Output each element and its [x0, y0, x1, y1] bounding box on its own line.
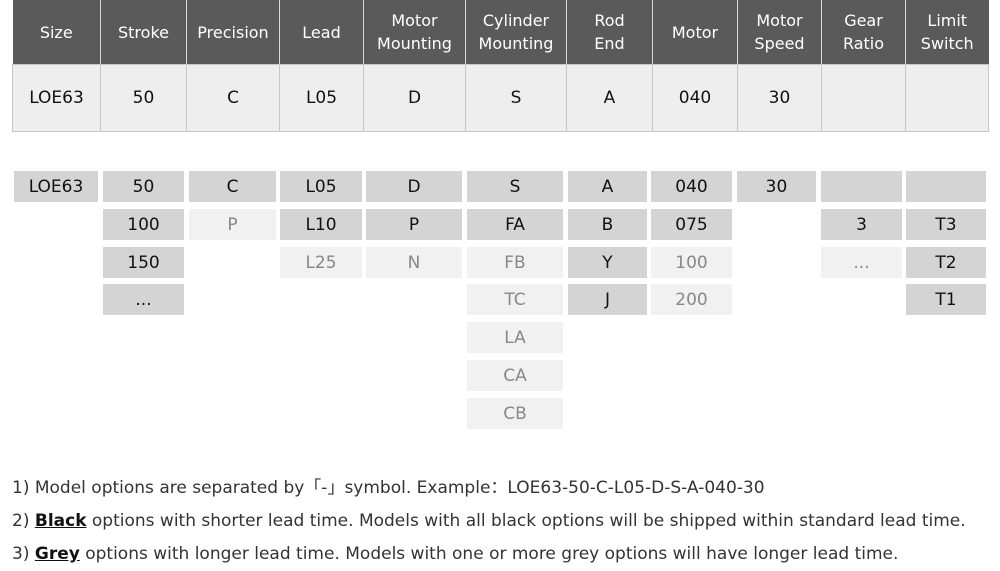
option-cell	[821, 171, 902, 202]
note-black-prefix: 2)	[12, 511, 35, 531]
option-cell: P	[366, 209, 462, 240]
example-cell: S	[465, 64, 567, 132]
header-label: Speed	[754, 34, 805, 53]
option-cell: FB	[467, 247, 563, 278]
header-cell: Precision	[186, 0, 280, 65]
option-cell: T1	[906, 284, 986, 315]
example-cell: 30	[737, 64, 822, 132]
note-grey-text: options with longer lead time. Models wi…	[79, 544, 899, 564]
header-label: Ratio	[842, 34, 885, 53]
option-cell: C	[189, 171, 276, 202]
note-grey: 3) Grey options with longer lead time. M…	[12, 538, 997, 571]
option-cell: L05	[280, 171, 362, 202]
header-cell: Motor	[652, 0, 738, 65]
option-cell: T2	[906, 247, 986, 278]
header-label: Size	[39, 22, 73, 42]
option-cell: LA	[467, 322, 563, 353]
option-cell: FA	[467, 209, 563, 240]
header-label: Motor	[391, 11, 438, 30]
option-cell: 075	[651, 209, 732, 240]
note-separator: 1) Model options are separated by「-」symb…	[12, 478, 765, 498]
header-label: Limit	[927, 11, 968, 30]
note-black-text: options with shorter lead time. Models w…	[86, 511, 966, 531]
option-cell: Y	[568, 247, 647, 278]
option-cell: S	[467, 171, 563, 202]
header-label: Cylinder	[482, 11, 550, 30]
header-label: End	[594, 34, 625, 53]
option-cell: N	[366, 247, 462, 278]
header-label: Mounting	[478, 34, 554, 53]
header-label: Rod	[594, 11, 625, 30]
example-cell: C	[186, 64, 280, 132]
option-cell: A	[568, 171, 647, 202]
note-grey-prefix: 3)	[12, 544, 35, 564]
option-cell: ...	[821, 247, 902, 278]
example-cell: D	[363, 64, 466, 132]
header-cell: Size	[12, 0, 101, 65]
option-cell: TC	[467, 284, 563, 315]
option-cell: 100	[651, 247, 732, 278]
notes: 1) Model options are separated by「-」symb…	[12, 472, 997, 571]
option-cell: 50	[103, 171, 184, 202]
example-cell	[821, 64, 906, 132]
header-label: Switch	[920, 34, 974, 53]
option-cell: CA	[467, 360, 563, 391]
header-cell: Lead	[279, 0, 364, 65]
note-black: 2) Black options with shorter lead time.…	[12, 505, 997, 538]
option-cell: T3	[906, 209, 986, 240]
option-cell: 200	[651, 284, 732, 315]
option-cell: B	[568, 209, 647, 240]
example-cell: LOE63	[12, 64, 101, 132]
option-cell: L10	[280, 209, 362, 240]
option-cell: CB	[467, 398, 563, 429]
header-label: Precision	[197, 22, 269, 42]
example-cell: L05	[279, 64, 364, 132]
option-cell	[906, 171, 986, 202]
header-label: Motor	[671, 22, 719, 42]
option-cell: J	[568, 284, 647, 315]
header-label: Stroke	[118, 22, 169, 42]
note-black-keyword: Black	[34, 511, 87, 531]
header-label: Lead	[302, 22, 341, 42]
header-label: Gear	[844, 11, 883, 30]
option-cell: D	[366, 171, 462, 202]
option-cell: L25	[280, 247, 362, 278]
header-cell: Stroke	[100, 0, 187, 65]
option-cell: LOE63	[14, 171, 98, 202]
option-cell: 3	[821, 209, 902, 240]
example-cell: 50	[100, 64, 187, 132]
option-cell: 100	[103, 209, 184, 240]
header-label: Motor	[756, 11, 803, 30]
note-grey-keyword: Grey	[34, 544, 80, 564]
example-cell: 040	[652, 64, 738, 132]
option-cell: 150	[103, 247, 184, 278]
example-cell	[905, 64, 989, 132]
option-cell: 040	[651, 171, 732, 202]
example-cell: A	[566, 64, 653, 132]
option-cell: P	[189, 209, 276, 240]
header-label: Mounting	[377, 34, 452, 53]
option-cell: ...	[103, 284, 184, 315]
option-cell: 30	[737, 171, 816, 202]
